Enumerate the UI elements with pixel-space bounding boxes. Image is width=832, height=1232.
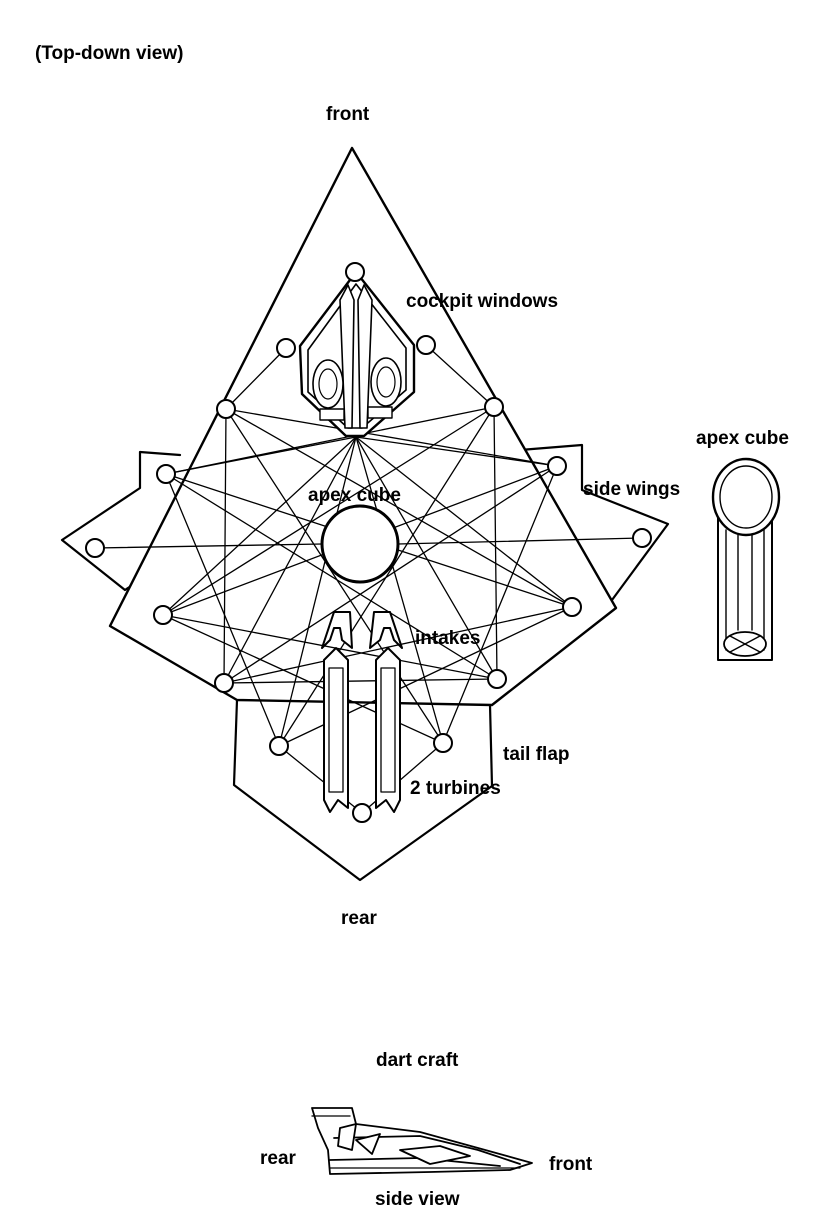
cockpit (298, 270, 416, 438)
node (156, 464, 176, 484)
label-dart-craft: dart craft (376, 1050, 459, 1071)
intake-right (369, 611, 403, 649)
turbine-right-inner (380, 667, 396, 793)
node (276, 338, 296, 358)
node (632, 528, 652, 548)
node (547, 456, 567, 476)
label-tail-flap: tail flap (503, 744, 570, 765)
node (562, 597, 582, 617)
apex-cube-circle (320, 504, 400, 584)
side-view-craft (311, 1107, 533, 1175)
label-side-wings: side wings (583, 479, 681, 500)
label-front-top: front (326, 104, 370, 125)
hardpoint-nodes (85, 262, 652, 823)
label-turbines: 2 turbines (410, 778, 501, 799)
cockpit-vent-left (319, 408, 345, 421)
cockpit-left-spine (339, 284, 355, 429)
cockpit-window-right-inner (376, 366, 396, 398)
label-cockpit-windows: cockpit windows (406, 291, 559, 312)
node (416, 335, 436, 355)
label-apex-cube-side: apex cube (696, 428, 789, 449)
intake-left (321, 611, 353, 649)
label-side-view: side view (375, 1189, 460, 1210)
label-side-front: front (549, 1154, 593, 1175)
node (352, 803, 372, 823)
label-apex-cube-center: apex cube (308, 485, 401, 506)
node (484, 397, 504, 417)
node (345, 262, 365, 282)
node (214, 673, 234, 693)
node (85, 538, 105, 558)
node (153, 605, 173, 625)
strut-lines (94, 344, 643, 814)
view-title: (Top-down view) (35, 43, 184, 64)
node (487, 669, 507, 689)
label-rear-bottom: rear (341, 908, 377, 929)
turbines (323, 647, 401, 813)
turbine-left-inner (328, 667, 344, 793)
cockpit-vent-right (367, 406, 393, 419)
tail-flap-shape (232, 698, 494, 882)
node (433, 733, 453, 753)
label-intakes: intakes (415, 628, 481, 649)
cockpit-right-spine (357, 284, 373, 429)
cockpit-window-left-inner (318, 368, 338, 400)
label-side-rear: rear (260, 1148, 296, 1169)
apex-cube-column (717, 499, 773, 661)
node (269, 736, 289, 756)
node (216, 399, 236, 419)
intakes (321, 611, 403, 649)
apex-cube-detail (711, 457, 781, 661)
